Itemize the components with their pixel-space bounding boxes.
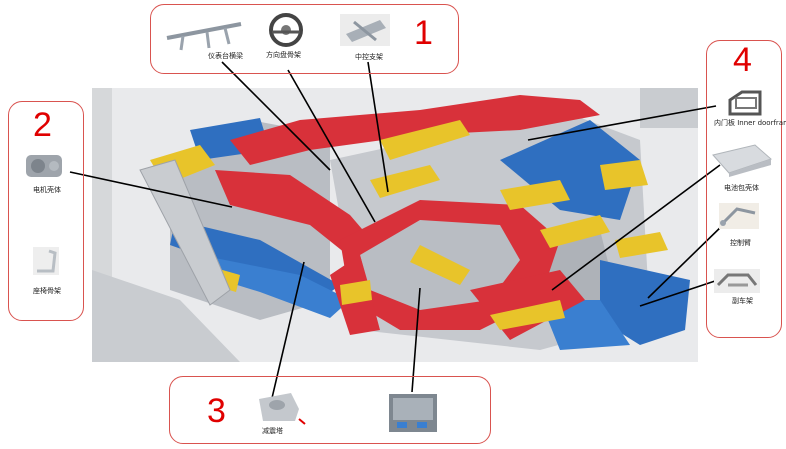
callout-4-label-subframe: 副车架 — [732, 297, 753, 305]
callout-box-1 — [150, 4, 459, 74]
callout-3-label-shock-tower: 减震塔 — [262, 427, 283, 435]
callout-number-3: 3 — [207, 392, 226, 430]
seat-frame-image — [33, 247, 59, 275]
shock-tower-image — [259, 393, 306, 425]
leader-lines — [69, 61, 727, 399]
callout-2-label-seat-frame: 座椅骨架 — [33, 287, 61, 295]
car-frame — [139, 95, 690, 350]
callout-number-4: 4 — [733, 41, 752, 79]
callout-1-label-steering-wheel-frame: 方向盘骨架 — [266, 51, 301, 59]
dashboard-crossbeam-image — [166, 22, 242, 51]
callout-4-label-inner-doorframe: 内门板 Inner doorframe — [714, 119, 786, 127]
subframe-image — [714, 269, 760, 293]
battery-pack-housing-image — [712, 144, 772, 177]
callout-box-3 — [169, 376, 491, 444]
floor-assembly-image — [389, 394, 437, 432]
callout-box-4 — [706, 40, 782, 338]
callout-number-2: 2 — [33, 106, 52, 144]
steering-wheel-frame-image — [269, 13, 303, 47]
callout-4-label-control-arm: 控制臂 — [730, 239, 751, 247]
center-console-bracket-image — [340, 14, 390, 46]
callout-2-label-motor-housing: 电机壳体 — [33, 186, 61, 194]
inner-doorframe-image — [728, 90, 762, 116]
callout-4-label-battery-pack-housing: 电池包壳体 — [724, 184, 759, 192]
callout-1-label-dashboard-crossbeam: 仪表台横梁 — [208, 52, 243, 60]
callout-1-label-center-console-bracket: 中控支架 — [355, 53, 383, 61]
control-arm-image — [719, 203, 759, 229]
callout-box-2 — [8, 101, 84, 321]
motor-housing-image — [26, 155, 62, 177]
callout-number-1: 1 — [414, 14, 433, 52]
